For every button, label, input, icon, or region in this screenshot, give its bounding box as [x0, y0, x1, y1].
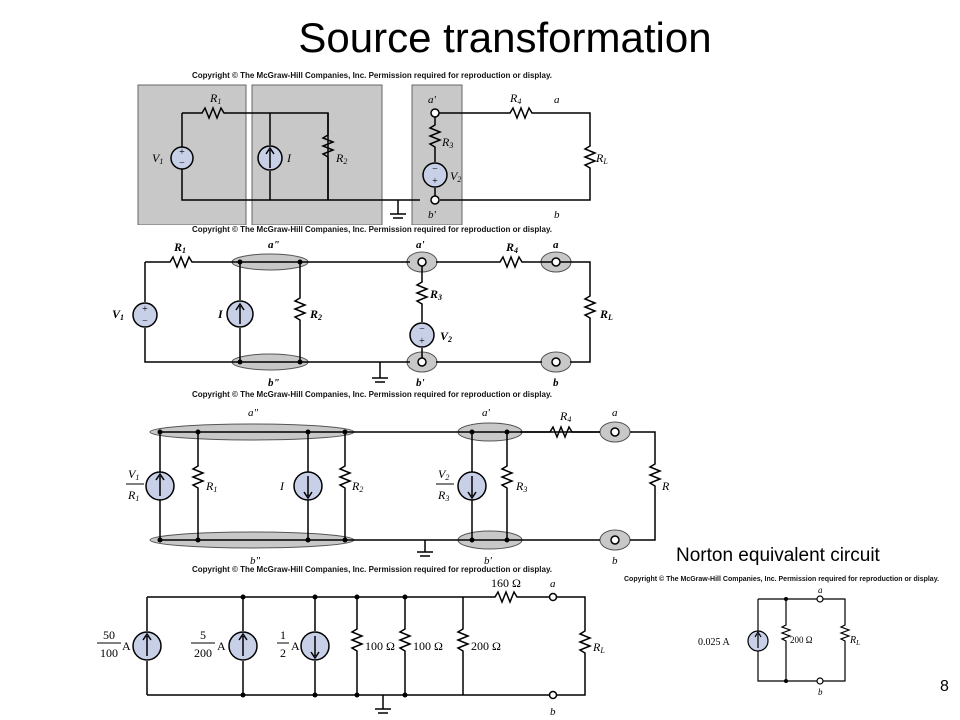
node-a-prime: a' — [482, 407, 491, 419]
svg-text:V1: V1 — [112, 307, 124, 322]
svg-text:I: I — [217, 307, 224, 321]
node-b-dprime: b" — [268, 377, 280, 388]
svg-text:+: + — [432, 176, 438, 187]
r4-label: R — [509, 91, 518, 105]
page-number: 8 — [940, 678, 949, 695]
copyright-caption: Copyright © The McGraw-Hill Companies, I… — [624, 576, 940, 583]
copyright-caption: Copyright © The McGraw-Hill Companies, I… — [192, 71, 553, 80]
svg-text:I: I — [279, 479, 285, 493]
rl-label: R — [595, 151, 604, 165]
svg-text:R2: R2 — [309, 307, 322, 322]
svg-text:R1: R1 — [209, 91, 221, 106]
svg-text:RL: RL — [592, 640, 605, 655]
rs-value: 160 Ω — [491, 576, 521, 590]
svg-text:R4: R4 — [509, 91, 521, 106]
circuit-1: + − − + R1 V1 I R2 R3 V2 R4 RL a' b' a b — [137, 84, 608, 225]
src1-num: 50 — [103, 628, 115, 642]
svg-text:RL: RL — [661, 479, 670, 494]
svg-text:+: + — [419, 336, 425, 347]
svg-text:R3: R3 — [441, 135, 453, 150]
svg-text:V1: V1 — [152, 151, 163, 166]
r3-value: 200 Ω — [471, 639, 501, 653]
page-title: Source transformation — [298, 14, 712, 61]
r2-value: 100 Ω — [413, 639, 443, 653]
node-b-dprime: b" — [250, 555, 261, 567]
r1-value: 100 Ω — [365, 639, 395, 653]
node-a-prime: a' — [416, 239, 425, 251]
copyright-caption: Copyright © The McGraw-Hill Companies, I… — [192, 390, 553, 399]
node-a-dprime: a" — [248, 407, 259, 419]
svg-text:+: + — [142, 304, 148, 315]
svg-text:R3: R3 — [429, 287, 442, 302]
v2-label: V — [450, 169, 459, 183]
svg-text:RL: RL — [599, 307, 613, 322]
svg-text:−: − — [419, 324, 425, 335]
src2-num: 5 — [200, 628, 206, 642]
svg-text:V2: V2 — [440, 329, 452, 344]
norton-label: Norton equivalent circuit — [676, 545, 880, 566]
node-a: a — [554, 94, 560, 106]
r2-label: R — [335, 151, 344, 165]
norton-resistance: 200 Ω — [790, 635, 813, 645]
svg-text:R3: R3 — [515, 479, 527, 494]
node-b: b — [554, 209, 560, 221]
src1-den: 100 — [100, 646, 118, 660]
svg-text:V2: V2 — [438, 467, 449, 482]
node-a: a — [553, 239, 559, 251]
node-b: b — [553, 377, 559, 388]
svg-text:R4: R4 — [505, 240, 518, 255]
circuit-4: 50 100 A 5 200 A 1 2 A 100 Ω 100 Ω 200 Ω… — [97, 576, 605, 718]
svg-text:R1: R1 — [205, 479, 217, 494]
node-b-prime: b' — [484, 555, 493, 567]
copyright-caption: Copyright © The McGraw-Hill Companies, I… — [192, 565, 553, 574]
svg-text:−: − — [179, 158, 185, 169]
svg-text:RL: RL — [595, 151, 608, 166]
svg-text:−: − — [432, 164, 438, 175]
node-a: a — [612, 407, 618, 419]
node-b: b — [550, 706, 556, 718]
norton-current: 0.025 A — [698, 637, 730, 648]
i-label: I — [286, 151, 292, 165]
node-a-prime: a' — [428, 94, 437, 106]
svg-text:V1: V1 — [128, 467, 139, 482]
circuit-2: + − − + R1 V1 I R2 R3 V2 R4 RL a" b" a' … — [112, 239, 613, 388]
circuit-3: V1 R1 R1 I R2 V2 R3 R3 R4 RL a" b" a' b'… — [126, 407, 670, 567]
src3-den: 2 — [280, 646, 286, 660]
src2-unit: A — [217, 639, 226, 653]
node-b-prime: b' — [428, 209, 437, 221]
svg-text:R3: R3 — [437, 488, 449, 503]
svg-text:R2: R2 — [335, 151, 347, 166]
src3-num: 1 — [280, 628, 286, 642]
norton-circuit: 0.025 A 200 Ω RL a b — [698, 585, 860, 697]
svg-text:R1: R1 — [127, 488, 139, 503]
svg-text:R2: R2 — [351, 479, 363, 494]
v1-label: V — [152, 151, 161, 165]
svg-text:R1: R1 — [173, 240, 186, 255]
svg-text:RL: RL — [849, 635, 860, 647]
src2-den: 200 — [194, 646, 212, 660]
svg-text:R4: R4 — [559, 409, 571, 424]
node-b: b — [818, 687, 823, 697]
svg-text:−: − — [142, 316, 148, 327]
svg-text:V2: V2 — [450, 169, 461, 184]
src1-unit: A — [122, 639, 131, 653]
node-a: a — [550, 578, 556, 590]
copyright-caption: Copyright © The McGraw-Hill Companies, I… — [192, 225, 553, 234]
node-a: a — [818, 585, 823, 595]
node-a-dprime: a" — [268, 239, 280, 251]
r1-label: R — [209, 91, 218, 105]
node-b-prime: b' — [416, 377, 425, 388]
svg-text:+: + — [179, 147, 185, 158]
src3-unit: A — [291, 639, 300, 653]
r3-label: R — [441, 135, 450, 149]
node-b: b — [612, 555, 618, 567]
